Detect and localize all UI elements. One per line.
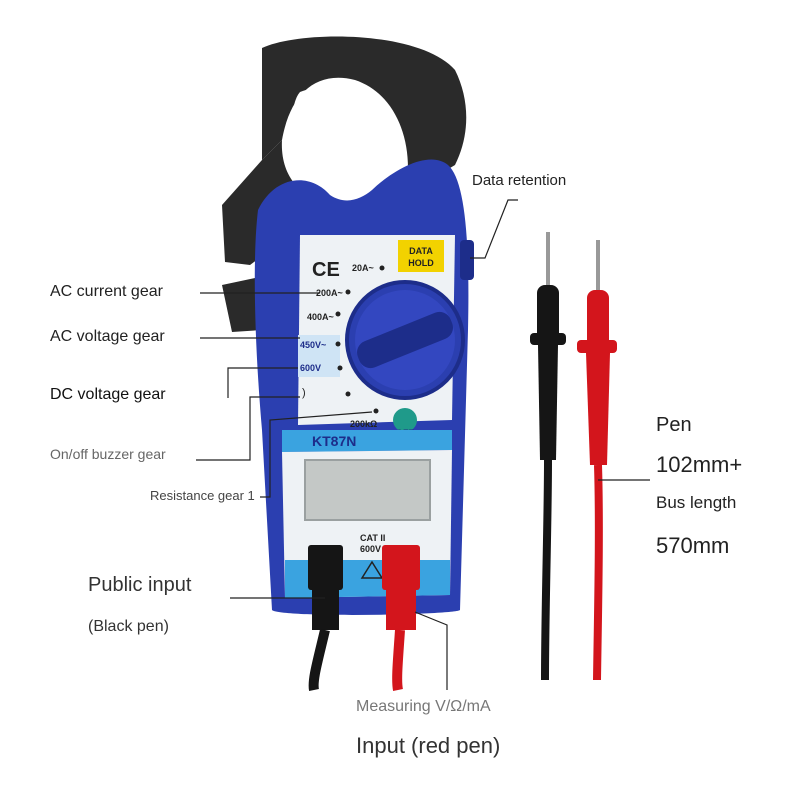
label-resistance: Resistance gear 1 [150, 488, 255, 503]
label-data-retention: Data retention [472, 172, 567, 189]
side-hold-button[interactable] [460, 240, 474, 280]
label-black-pen: (Black pen) [88, 618, 169, 635]
red-plug [382, 545, 420, 691]
ce-mark: CE [312, 259, 340, 281]
label-ac-current: AC current gear [50, 283, 163, 300]
label-dc-voltage: DC voltage gear [50, 386, 166, 403]
label-red-input: Input (red pen) [356, 733, 501, 758]
dial-mark-20a: 20A~ [352, 263, 374, 273]
label-buzzer: On/off buzzer gear [50, 446, 166, 462]
label-pen: Pen [656, 414, 692, 436]
cat-voltage-label: 600V [360, 544, 381, 554]
label-measuring: Measuring V/Ω/mA [356, 698, 491, 715]
warning-icon [360, 560, 384, 579]
dial-mark-200k: 200kΩ [350, 419, 377, 429]
cat-label: CAT II [360, 533, 385, 543]
data-hold-line1: DATA [409, 246, 433, 256]
model-strip [282, 430, 452, 452]
buzzer-symbol: ) [302, 387, 306, 399]
label-pen-length: 102mm+ [656, 452, 743, 477]
leader-lines [196, 199, 650, 690]
dial-mark-400a: 400A~ [307, 312, 334, 322]
black-probe [530, 232, 566, 681]
dial-mark-600v: 600V [300, 363, 321, 373]
red-probe [577, 240, 617, 681]
label-bus-length: Bus length [656, 493, 737, 512]
model-label: KT87N [312, 433, 356, 449]
dial-mark-200a: 200A~ [316, 288, 343, 298]
dial-mark-450v: 450V~ [300, 340, 326, 350]
data-hold-line2: HOLD [408, 258, 434, 268]
label-public-input: Public input [88, 574, 192, 596]
rotary-dial[interactable] [345, 280, 465, 400]
data-hold-button[interactable]: DATA HOLD [398, 240, 444, 272]
lcd-display [304, 459, 431, 521]
label-bus-length-value: 570mm [656, 533, 730, 558]
label-ac-voltage: AC voltage gear [50, 328, 165, 345]
black-plug [308, 545, 343, 691]
